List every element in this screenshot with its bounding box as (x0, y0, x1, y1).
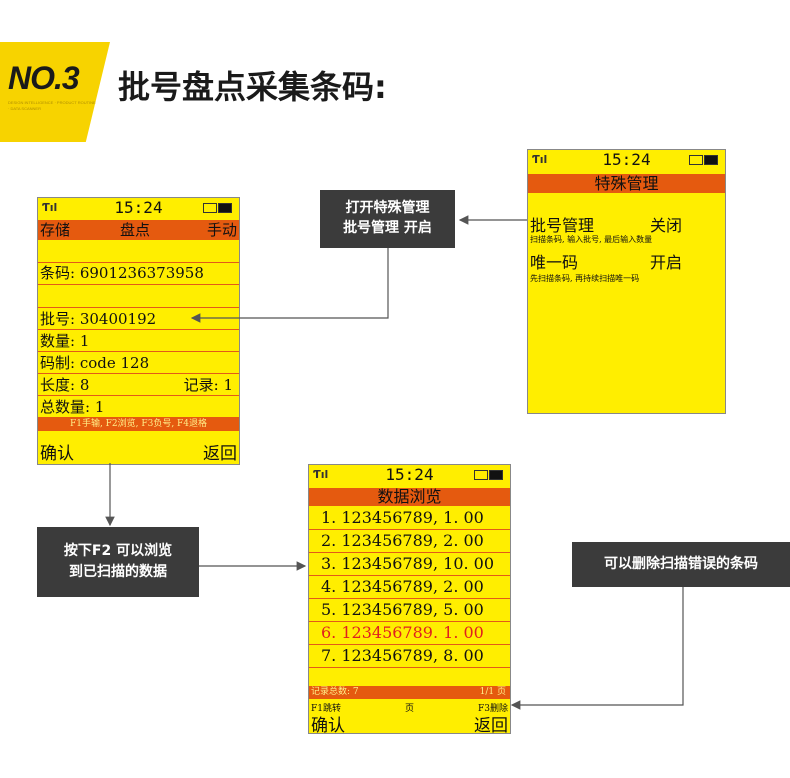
blank-row (38, 285, 239, 308)
list-item-selected[interactable]: 6. 123456789. 1. 00 (309, 622, 510, 645)
list-item[interactable]: 4. 123456789, 2. 00 (309, 576, 510, 599)
device-screen-special: Ƭıl 15:24 特殊管理 批号管理 关闭 扫描条码, 输入批号, 最后输入数… (527, 149, 726, 414)
qty-field[interactable]: 数量: 1 (38, 330, 239, 352)
list-item[interactable]: 7. 123456789, 8. 00 (309, 645, 510, 668)
callout-line: 打开特殊管理 (345, 200, 430, 216)
callout-line: 可以删除扫描错误的条码 (604, 556, 758, 572)
menu-store[interactable]: 存储 (40, 221, 71, 239)
signal-icon: Ƭıl (532, 153, 548, 166)
clock: 15:24 (385, 465, 434, 484)
total-field: 总数量: 1 (40, 398, 105, 416)
status-bar: Ƭıl 15:24 (38, 198, 239, 218)
length-field: 长度: 8 (40, 376, 90, 394)
jump-key[interactable]: F1跳转 (311, 704, 341, 714)
signal-icon: Ƭıl (313, 468, 329, 481)
delete-key[interactable]: F3删除 (478, 704, 508, 714)
back-button[interactable]: 返回 (474, 716, 508, 736)
arrow-delete-callout (510, 587, 684, 710)
menu-bar: 存储 盘点 手动 (38, 220, 239, 240)
unique-setting-desc: 先扫描条码, 再持续扫描唯一码 (530, 274, 640, 283)
batch-setting-desc: 扫描条码, 输入批号, 最后输入数量 (530, 235, 653, 244)
menu-manual[interactable]: 手动 (206, 221, 237, 239)
arrow-callout-to-batch (190, 248, 389, 323)
barcode-field[interactable]: 条码: 6901236373958 (38, 262, 239, 285)
status-bar: Ƭıl 15:24 (528, 150, 725, 170)
battery-icon (203, 203, 233, 213)
confirm-button[interactable]: 确认 (311, 716, 345, 736)
battery-icon (474, 470, 504, 480)
record-field: 记录: 1 (183, 376, 233, 394)
screen-title: 特殊管理 (528, 174, 725, 193)
list-item[interactable]: 2. 123456789, 2. 00 (309, 530, 510, 553)
battery-icon (689, 155, 719, 165)
callout-browse: 按下F2 可以浏览 到已扫描的数据 (37, 527, 199, 597)
records-bar: 记录总数: 7 1/1 页 (309, 686, 510, 699)
record-count: 记录总数: 7 (311, 687, 359, 697)
page-indicator: 1/1 页 (479, 687, 506, 697)
blank-row (38, 240, 239, 263)
device-screen-inventory: Ƭıl 15:24 存储 盘点 手动 条码: 6901236373958 批号:… (37, 197, 240, 465)
clock: 15:24 (114, 198, 163, 217)
signal-icon: Ƭıl (42, 201, 58, 214)
section-title: 批号盘点采集条码: (118, 68, 387, 106)
back-button[interactable]: 返回 (203, 444, 237, 464)
unique-setting-label: 唯一码 (530, 253, 579, 272)
callout-special-mgmt: 打开特殊管理 批号管理 开启 (320, 190, 455, 248)
callout-line: 到已扫描的数据 (69, 564, 167, 580)
callout-delete: 可以删除扫描错误的条码 (572, 542, 790, 587)
callout-line: 按下F2 可以浏览 (63, 543, 173, 559)
batch-setting-label: 批号管理 (530, 216, 595, 235)
list-item[interactable]: 1. 123456789, 1. 00 (309, 507, 510, 530)
menu-stocktake[interactable]: 盘点 (120, 221, 151, 239)
clock: 15:24 (602, 150, 651, 169)
page-key: 页 (405, 704, 415, 714)
screen-title: 数据浏览 (309, 488, 510, 506)
length-record-row: 长度: 8 记录: 1 (38, 374, 239, 396)
badge-subtext: DESIGN INTELLIGENCE · PRODUCT ROUTINE · … (8, 100, 96, 111)
hint-bar: F1手输, F2浏览, F3负号, F4退格 (38, 417, 239, 431)
list-item[interactable]: 5. 123456789, 5. 00 (309, 599, 510, 622)
unique-setting-state[interactable]: 开启 (650, 253, 683, 272)
confirm-button[interactable]: 确认 (40, 444, 74, 464)
batch-field[interactable]: 批号: 30400192 (38, 308, 239, 330)
device-screen-browse: Ƭıl 15:24 数据浏览 1. 123456789, 1. 00 2. 12… (308, 464, 511, 736)
status-bar: Ƭıl 15:24 (309, 465, 510, 485)
badge-number: NO.3 (8, 60, 80, 96)
callout-line: 批号管理 开启 (343, 220, 432, 236)
list-item[interactable]: 3. 123456789, 10. 00 (309, 553, 510, 576)
batch-setting-state[interactable]: 关闭 (650, 216, 683, 235)
code-field: 码制: code 128 (38, 352, 239, 374)
